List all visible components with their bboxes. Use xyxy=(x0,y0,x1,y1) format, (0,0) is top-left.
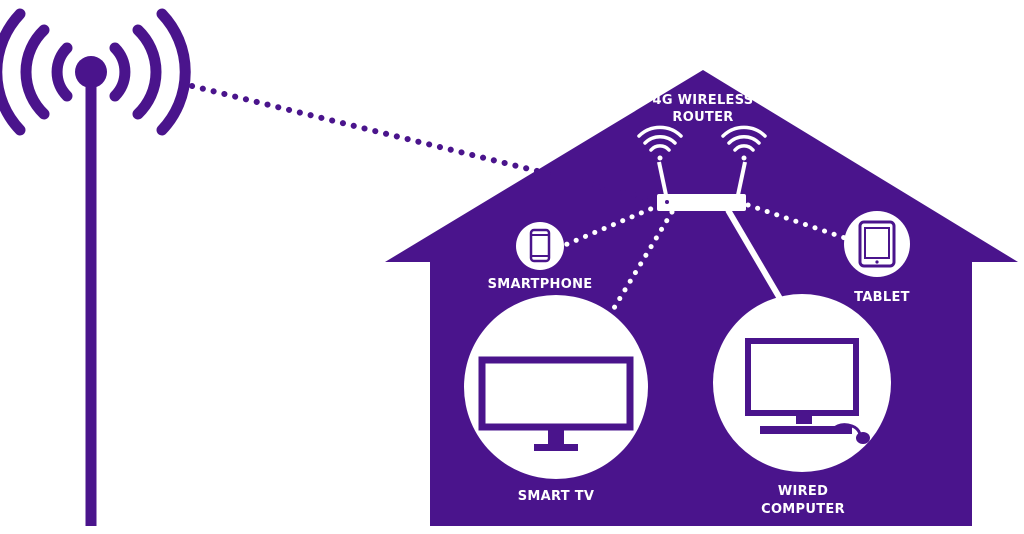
tablet-icon xyxy=(844,211,910,277)
wifi-signal-icon xyxy=(637,125,683,161)
smartphone-icon xyxy=(516,222,564,270)
cell-tower-icon xyxy=(0,8,191,526)
router-computer-cable xyxy=(725,208,785,304)
router-tablet-link xyxy=(745,202,848,241)
router-smartphone-link xyxy=(562,202,663,248)
house-shape xyxy=(385,70,1018,526)
tv-icon xyxy=(464,295,648,479)
computer-label-line2: COMPUTER xyxy=(761,502,845,517)
router-label-line2: ROUTER xyxy=(672,110,733,125)
router-icon xyxy=(657,161,747,211)
computer-icon xyxy=(713,294,891,472)
tablet-label: TABLET xyxy=(854,290,910,305)
smart-tv-label: SMART TV xyxy=(518,489,595,504)
smartphone-label: SMARTPHONE xyxy=(488,277,593,292)
wifi-signal-icon xyxy=(721,125,767,161)
router-label-line1: 4G WIRELESS xyxy=(653,93,754,108)
router-tv-link xyxy=(605,209,675,321)
computer-label-line1: WIRED xyxy=(778,484,828,499)
tower-router-link xyxy=(189,83,658,203)
